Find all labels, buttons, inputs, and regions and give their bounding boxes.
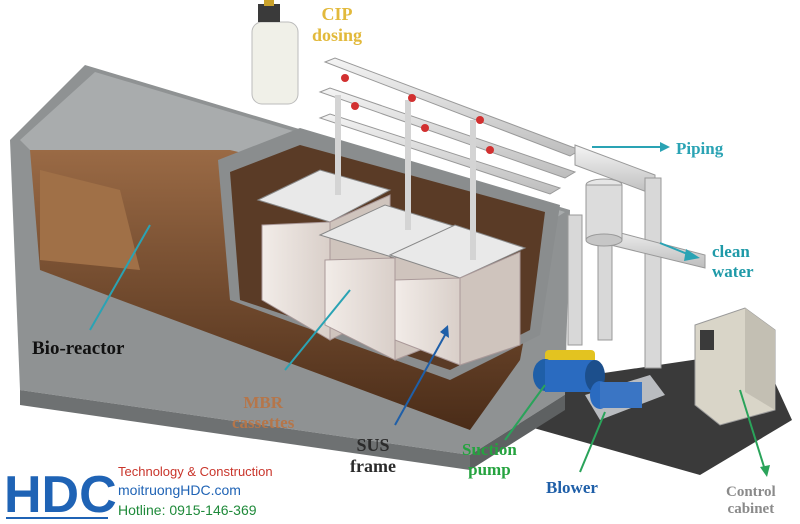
top-pipes xyxy=(318,57,582,260)
suction-line1: Suction xyxy=(462,440,517,459)
brand-tagline: Technology & Construction xyxy=(118,464,273,479)
cip-label-line2: dosing xyxy=(312,24,363,45)
sus-line1: SUS xyxy=(356,435,390,455)
clean-water-label: clean water xyxy=(712,242,754,281)
blower xyxy=(585,375,665,420)
sus-frame-label: SUS frame xyxy=(350,435,396,476)
suction-pump-label: Suction pump xyxy=(462,440,517,479)
mbr-line2: cassettes xyxy=(232,412,295,432)
blower-label: Blower xyxy=(546,478,598,497)
annotation-arrows xyxy=(89,142,770,477)
cip-dosing-label: CIP dosing xyxy=(312,4,362,45)
clean-water-line2: water xyxy=(712,261,754,281)
piping-label: Piping xyxy=(676,139,724,158)
control-line1: Control xyxy=(726,484,776,500)
clean-water-line1: clean xyxy=(712,242,750,261)
control-cabinet-label: Control cabinet xyxy=(726,484,776,519)
mbr-line1: MBR xyxy=(243,393,283,412)
brand-hotline: Hotline: 0915-146-369 xyxy=(118,502,257,518)
control-cabinet xyxy=(694,307,776,426)
mbr-cassettes-label: MBR cassettes xyxy=(232,393,294,432)
sus-line2: frame xyxy=(350,455,396,476)
clean-water-pipe xyxy=(567,144,706,369)
bio-reactor-label: Bio-reactor xyxy=(32,338,125,359)
cip-dosing-tank xyxy=(251,0,299,105)
mbr-cassette-3 xyxy=(388,224,527,366)
brand-website[interactable]: moitruongHDC.com xyxy=(118,482,241,498)
hdc-logo-text: HDC xyxy=(4,466,117,524)
hdc-logo: HDC xyxy=(4,466,117,524)
control-line2: cabinet xyxy=(727,501,775,518)
cip-label-line1: CIP xyxy=(321,4,353,24)
suction-line2: pump xyxy=(468,459,511,479)
